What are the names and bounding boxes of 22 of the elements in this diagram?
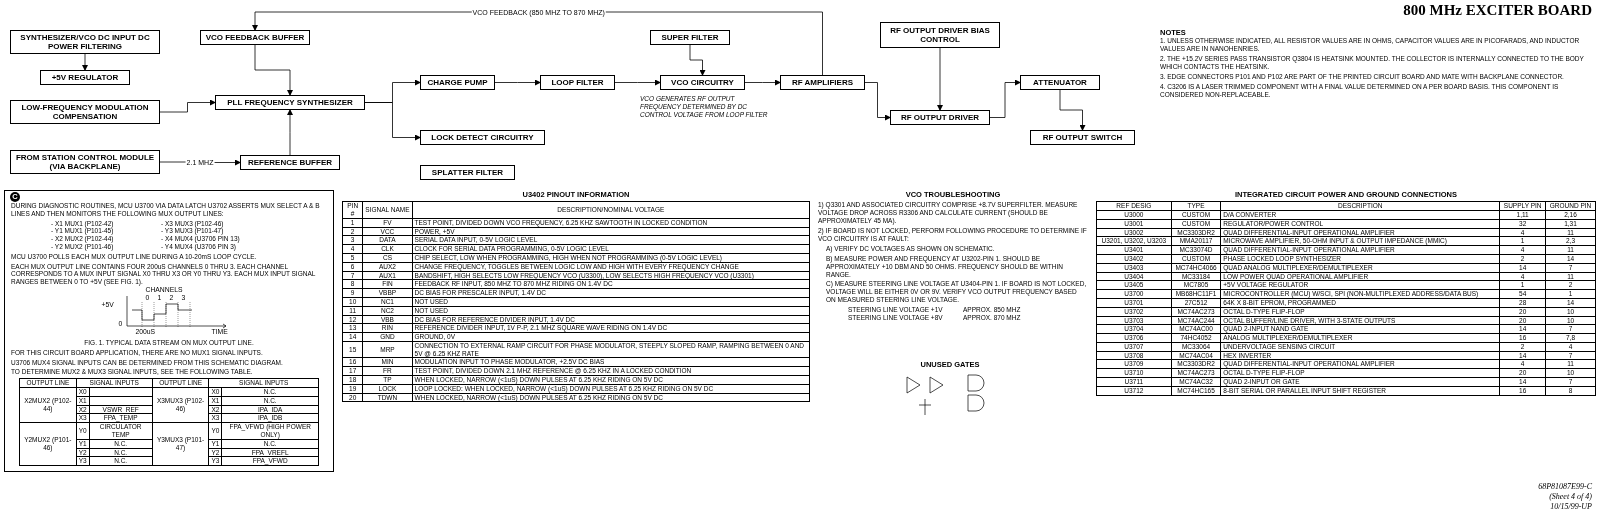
circuit-block: FROM STATION CONTROL MODULE (VIA BACKPLANE): [10, 150, 160, 174]
circuit-block: PLL FREQUENCY SYNTHESIZER: [215, 95, 365, 110]
circuit-block: SPLATTER FILTER: [420, 165, 515, 180]
document-number: (Sheet 4 of 4): [1548, 492, 1592, 502]
circuit-block: RF OUTPUT DRIVER: [890, 110, 990, 125]
circuit-block: RF OUTPUT DRIVER BIAS CONTROL: [880, 22, 1000, 48]
circuit-block: LOOP FILTER: [540, 75, 615, 90]
document-number: 68P81087E99-C: [1538, 482, 1592, 492]
circuit-block: CHARGE PUMP: [420, 75, 495, 90]
circuit-block: REFERENCE BUFFER: [240, 155, 340, 170]
circuit-block: SYNTHESIZER/VCO DC INPUT DC POWER FILTERING: [10, 30, 160, 54]
circuit-block: RF AMPLIFIERS: [780, 75, 865, 90]
circuit-block: SUPER FILTER: [650, 30, 730, 45]
circuit-block: VCO FEEDBACK BUFFER: [200, 30, 310, 45]
circuit-block: LOCK DETECT CIRCUITRY: [420, 130, 545, 145]
circuit-block: RF OUTPUT SWITCH: [1030, 130, 1135, 145]
circuit-block: LOW-FREQUENCY MODULATION COMPENSATION: [10, 100, 160, 124]
circuit-block: +5V REGULATOR: [40, 70, 130, 85]
document-number: 10/15/99-UP: [1549, 502, 1592, 512]
diagram-title: 800 MHz EXCITER BOARD: [1403, 2, 1592, 19]
circuit-block: ATTENUATOR: [1020, 75, 1100, 90]
circuit-block: VCO CIRCUITRY: [660, 75, 745, 90]
